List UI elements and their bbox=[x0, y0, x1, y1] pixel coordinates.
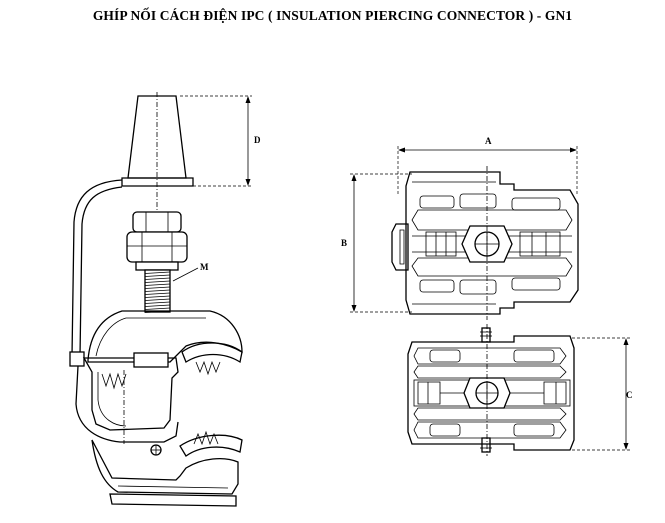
top-view: A B bbox=[341, 136, 579, 320]
dimension-d: D bbox=[180, 95, 261, 187]
page-title: GHÍP NỐI CÁCH ĐIỆN IPC ( INSULATION PIER… bbox=[92, 8, 573, 23]
dimension-a: A bbox=[397, 136, 578, 194]
dimension-c: C bbox=[572, 337, 633, 451]
threaded-bolt bbox=[144, 269, 171, 313]
label-b: B bbox=[341, 238, 347, 248]
upper-jaw bbox=[181, 342, 243, 376]
lower-jaw bbox=[179, 430, 243, 457]
cable-strap bbox=[71, 179, 123, 357]
upper-housing bbox=[87, 310, 243, 363]
side-screw bbox=[150, 444, 162, 456]
label-c: C bbox=[626, 390, 633, 400]
end-cap bbox=[121, 92, 194, 214]
label-d: D bbox=[254, 135, 261, 145]
bolt-head bbox=[126, 211, 188, 271]
dimension-b: B bbox=[341, 173, 412, 313]
label-m: M bbox=[200, 262, 209, 272]
clamp-body bbox=[69, 351, 179, 444]
lower-housing bbox=[91, 439, 239, 507]
side-view: M bbox=[69, 92, 261, 507]
label-a: A bbox=[485, 136, 492, 146]
bottom-view: C bbox=[407, 324, 633, 456]
